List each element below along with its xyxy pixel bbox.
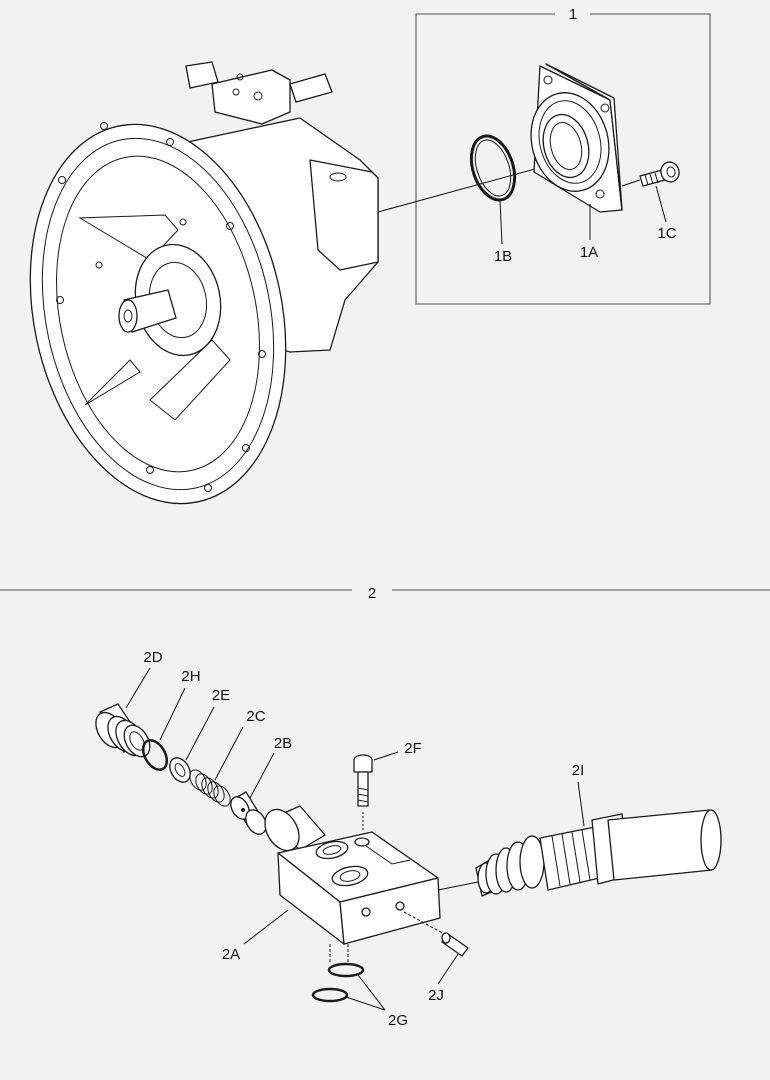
- group-1-label: 1: [569, 6, 577, 23]
- label-2I: 2I: [572, 762, 585, 779]
- part-2J-pin: [403, 911, 469, 957]
- part-2F-bolt: [353, 754, 373, 832]
- part-2D-plug: [95, 703, 151, 758]
- group-2-label: 2: [368, 585, 376, 602]
- part-2H-ring: [141, 739, 169, 771]
- label-2J: 2J: [428, 987, 444, 1004]
- part-1B-oring: [469, 134, 517, 202]
- pump-assembly: [29, 61, 379, 505]
- part-2B-poppet: [230, 791, 267, 835]
- part-2E-washer: [169, 757, 191, 783]
- group-2-frame: 2: [0, 585, 770, 602]
- part-1A-cover-plate: [530, 63, 623, 213]
- part-1C-screw: [621, 161, 680, 187]
- label-2C: 2C: [246, 708, 265, 725]
- group-2-callouts: 2D 2H 2E 2C 2B 2F 2I 2A 2J 2G: [125, 649, 585, 1029]
- label-2H: 2H: [181, 668, 200, 685]
- label-1A: 1A: [580, 244, 598, 261]
- label-1C: 1C: [657, 225, 676, 242]
- part-2G-seal-rings: [311, 944, 365, 1003]
- label-1B: 1B: [494, 248, 512, 265]
- group-1-callouts: 1B 1A 1C: [494, 185, 677, 265]
- part-2I-cartridge-valve: [437, 809, 722, 897]
- label-2E: 2E: [212, 687, 230, 704]
- label-2G: 2G: [388, 1012, 408, 1029]
- label-2F: 2F: [404, 740, 422, 757]
- part-2C-spring: [189, 769, 231, 807]
- group-1-frame: 1: [415, 6, 711, 305]
- label-2A: 2A: [222, 946, 240, 963]
- label-2B: 2B: [274, 735, 292, 752]
- label-2D: 2D: [143, 649, 162, 666]
- part-2A-block: [264, 805, 441, 945]
